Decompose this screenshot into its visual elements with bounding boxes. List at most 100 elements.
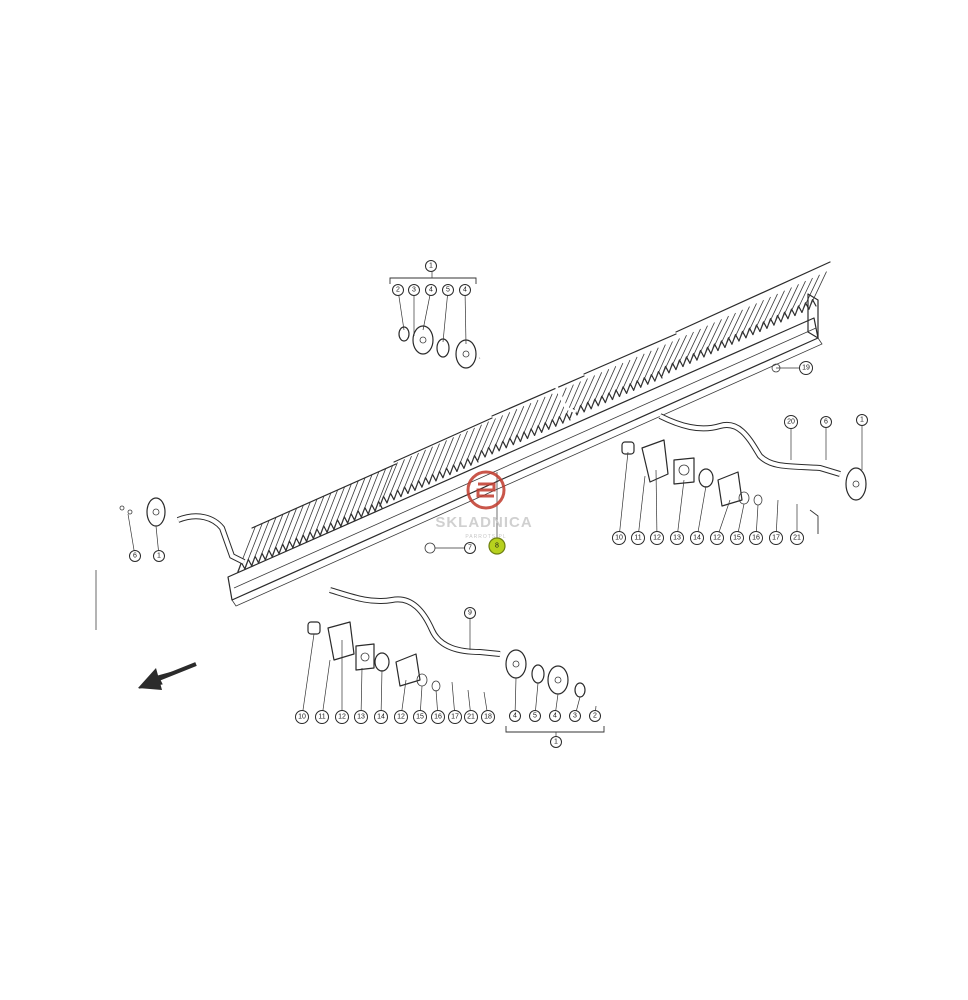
callout-c-r-6[interactable]: 6 [820,416,832,428]
callout-c-r-13[interactable]: 13 [670,531,684,545]
leader-c-r-12a [655,469,658,539]
callout-c-top-5[interactable]: 5 [442,284,454,296]
callout-c-top-1[interactable]: 1 [425,260,437,272]
left-bolt [119,505,125,511]
callout-circle [153,550,165,562]
grate-bar [285,504,304,552]
callout-c-top-3[interactable]: 3 [408,284,420,296]
callout-c-b-10[interactable]: 10 [295,710,309,724]
grate-bar [505,406,525,449]
callout-circle [413,710,427,724]
callout-c-19[interactable]: 19 [799,361,813,375]
callout-label: 8 [495,543,499,550]
callout-c-b-16[interactable]: 16 [431,710,445,724]
grate-bar [787,280,806,320]
grate-bar [243,523,263,570]
callout-c-r-14[interactable]: 14 [690,531,704,545]
callout-label: 11 [318,714,325,721]
grate-bar [456,427,475,473]
grate-bar [717,312,736,352]
grate-bar [271,511,291,558]
callout-c-20[interactable]: 20 [784,415,798,429]
callout-c-r-11[interactable]: 11 [631,531,645,545]
watermark-brand: SKLADNICA [435,514,532,531]
grate-bar [379,462,398,507]
callout-c-b-13[interactable]: 13 [354,710,368,724]
watermark: SKLADNICA PARROTS.PL [435,470,532,540]
straw-walker-assembly [227,261,831,607]
grate-bar [547,387,567,430]
callout-label: 12 [338,714,346,721]
callout-circle [374,710,388,724]
grate-bar [360,471,380,518]
grate-bar [647,344,666,385]
callout-circle [129,550,141,562]
leader-c-r-13 [676,479,685,539]
callout-c-b-14[interactable]: 14 [374,710,388,724]
grate-bar [689,325,708,364]
callout-label: 16 [434,714,442,721]
bottom-flange-a [505,649,527,679]
grate-bar [639,347,659,388]
callout-c-b-11[interactable]: 11 [315,710,329,724]
callout-c-top-4a[interactable]: 4 [425,284,437,296]
callout-c-l-6[interactable]: 6 [129,550,141,562]
callout-circle [550,736,562,748]
callout-c-bb-1[interactable]: 1 [550,736,562,748]
callout-c-bb-5[interactable]: 5 [529,710,541,722]
callout-c-b-17[interactable]: 17 [448,710,462,724]
grate-bar [724,309,743,348]
callout-c-l-1[interactable]: 1 [153,550,165,562]
callout-c-b-18[interactable]: 18 [481,710,495,724]
right-bearing [698,468,714,488]
callout-c-r-21[interactable]: 21 [790,531,804,545]
callout-c-r-15[interactable]: 15 [730,531,744,545]
callout-c-bb-4a[interactable]: 4 [509,710,521,722]
walker-base-underside [231,337,823,607]
callout-c-bb-4b[interactable]: 4 [549,710,561,722]
callout-label: 1 [860,417,864,424]
callout-c-bb-3[interactable]: 3 [569,710,581,722]
callout-c-top-4b[interactable]: 4 [459,284,471,296]
callout-c-9[interactable]: 9 [464,607,476,619]
grate-bar [339,480,359,527]
grate-bar [257,517,277,564]
callout-c-b-12a[interactable]: 12 [335,710,349,724]
callout-c-r-10[interactable]: 10 [612,531,626,545]
callout-c-b-21[interactable]: 21 [464,710,478,724]
grate-bar [435,437,454,482]
callout-c-r-17[interactable]: 17 [769,531,783,545]
callout-label: 9 [468,610,472,617]
grate-bar [237,526,256,573]
callout-c-bb-2[interactable]: 2 [589,710,601,722]
callout-circle [448,710,462,724]
callout-c-7[interactable]: 7 [464,542,476,554]
callout-circle [549,710,561,722]
callout-c-8[interactable]: 8 [488,537,506,555]
callout-c-top-2[interactable]: 2 [392,284,404,296]
callout-c-b-12b[interactable]: 12 [394,710,408,724]
callout-c-r-12b[interactable]: 12 [710,531,724,545]
callout-circle [425,284,437,296]
grate-bar [661,338,680,377]
callout-c-r-1[interactable]: 1 [856,414,868,426]
callout-c-r-16[interactable]: 16 [749,531,763,545]
watermark-logo [466,470,506,510]
leader-c-b-10 [301,633,315,718]
callout-c-r-12a[interactable]: 12 [650,531,664,545]
bottom-housing-c [395,653,421,687]
top-flange-b [455,339,477,369]
walker-rail-line [233,327,817,589]
callout-circle [431,710,445,724]
grate-bar [498,409,518,452]
callout-circle [589,710,601,722]
callout-label: 4 [429,287,433,294]
grate-bar [519,399,539,443]
grate-bar [312,492,332,540]
leader-c-b-11 [321,659,331,718]
callout-circle [569,710,581,722]
callout-label: 10 [615,535,623,542]
callout-c-b-15[interactable]: 15 [413,710,427,724]
callout-circle [354,710,368,724]
grate-bar [463,424,482,469]
